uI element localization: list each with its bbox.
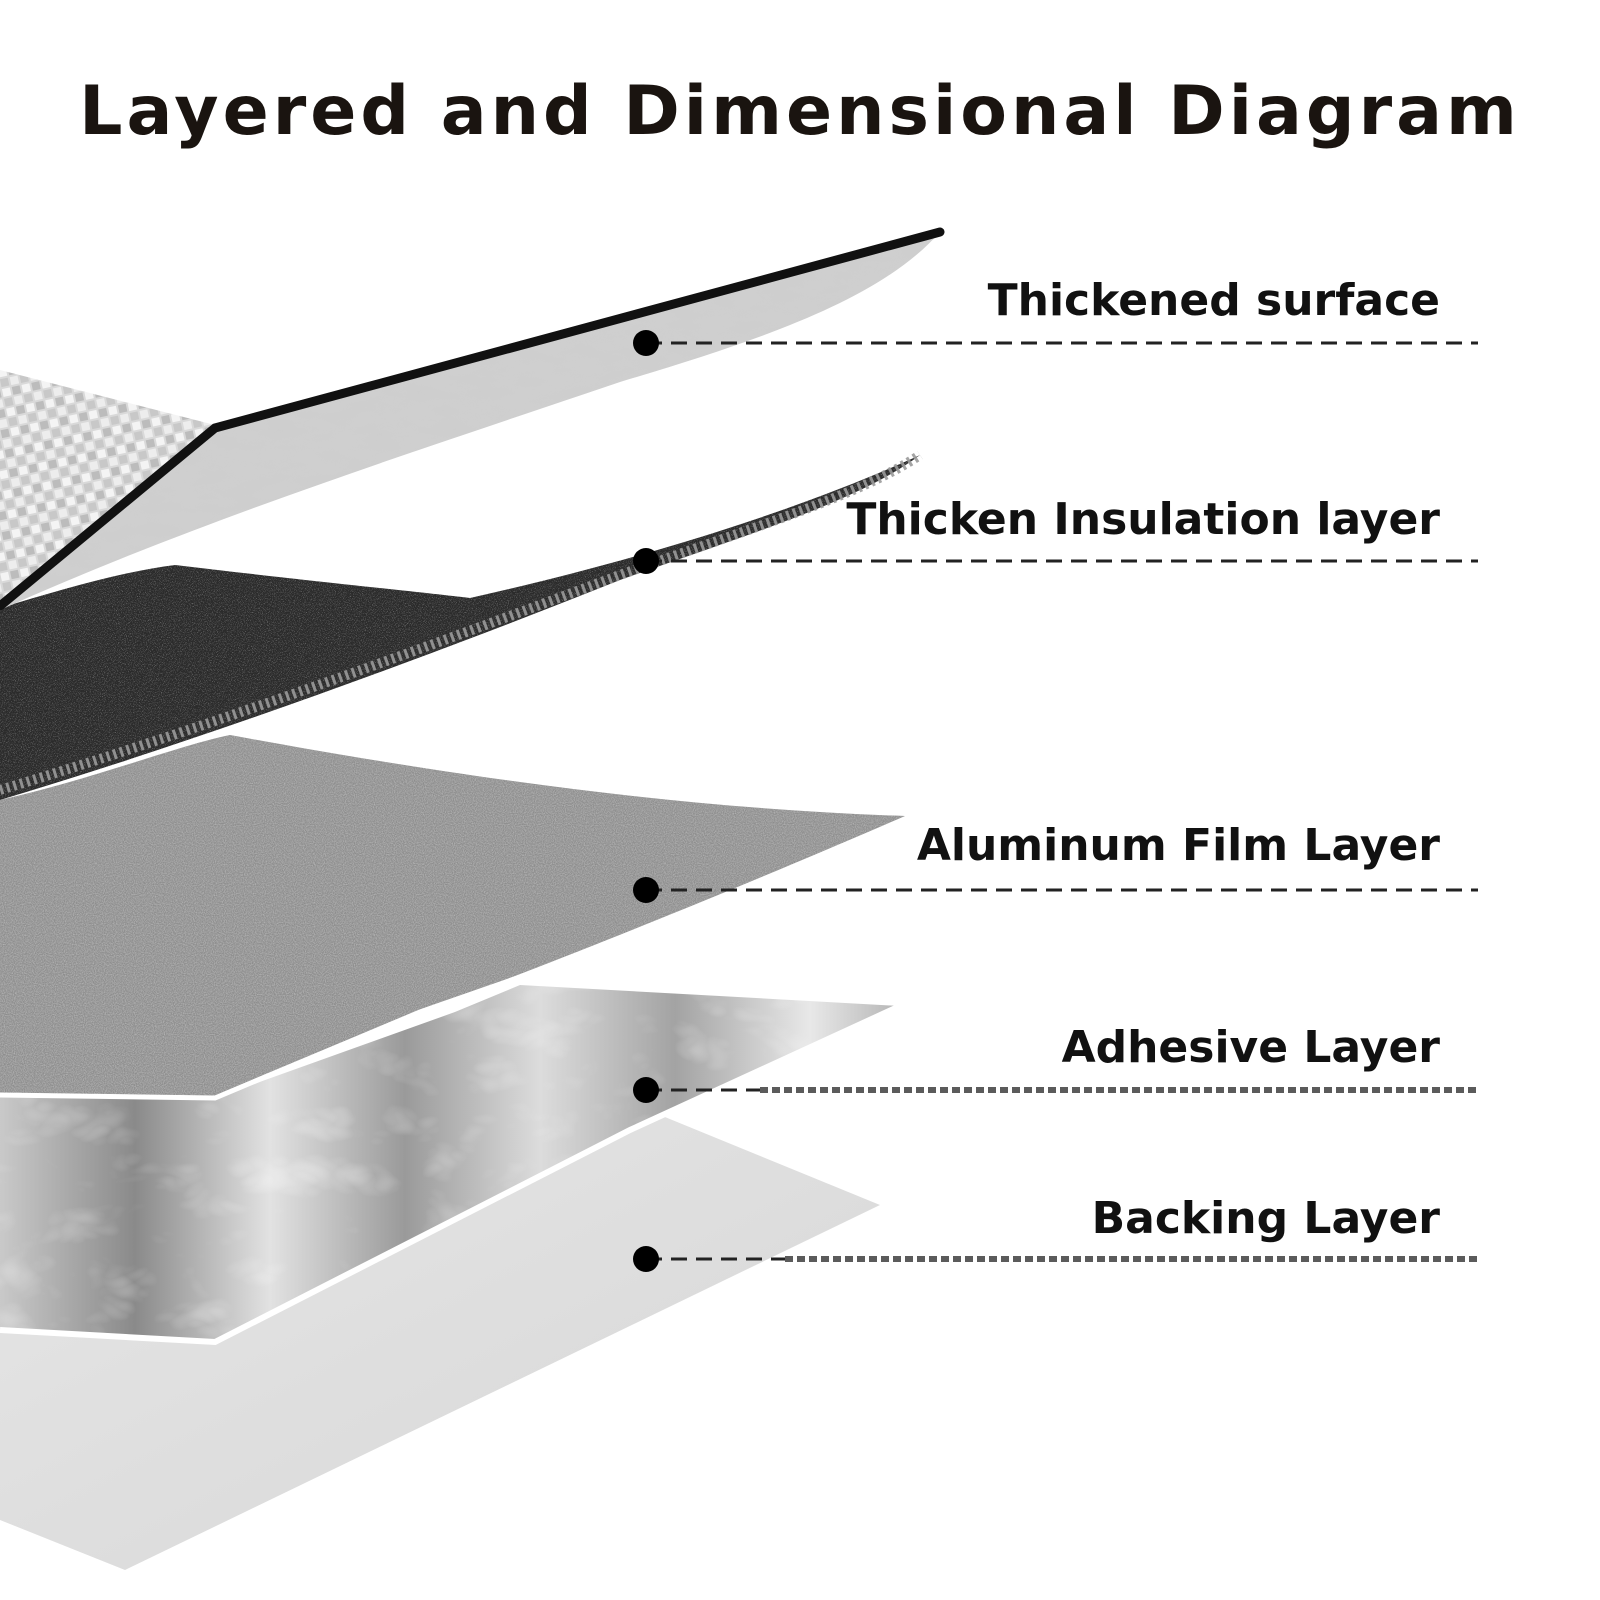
callout-backing bbox=[633, 1246, 1478, 1272]
adhesive-layer-sheet bbox=[0, 985, 902, 1346]
diagram-title: Layered and Dimensional Diagram bbox=[79, 72, 1521, 151]
insulation-layer-sheet bbox=[0, 450, 923, 800]
marker-dot bbox=[633, 1246, 659, 1272]
thickened-surface-sheet bbox=[0, 227, 945, 611]
callout-thickened-surface bbox=[633, 330, 1478, 356]
callout-adhesive bbox=[633, 1077, 1478, 1103]
marker-dot bbox=[633, 330, 659, 356]
aluminum-film-layer-sheet bbox=[0, 735, 905, 1101]
marker-dot bbox=[633, 548, 659, 574]
callout-aluminum-film bbox=[633, 877, 1478, 903]
callout-insulation bbox=[633, 548, 1478, 574]
label-thickened-surface: Thickened surface bbox=[987, 275, 1440, 326]
label-insulation-layer: Thicken Insulation layer bbox=[846, 494, 1440, 545]
label-aluminum-film-layer: Aluminum Film Layer bbox=[916, 820, 1440, 871]
marker-dot bbox=[633, 1077, 659, 1103]
label-backing-layer: Backing Layer bbox=[1091, 1193, 1440, 1244]
marker-dot bbox=[633, 877, 659, 903]
label-adhesive-layer: Adhesive Layer bbox=[1061, 1022, 1440, 1073]
